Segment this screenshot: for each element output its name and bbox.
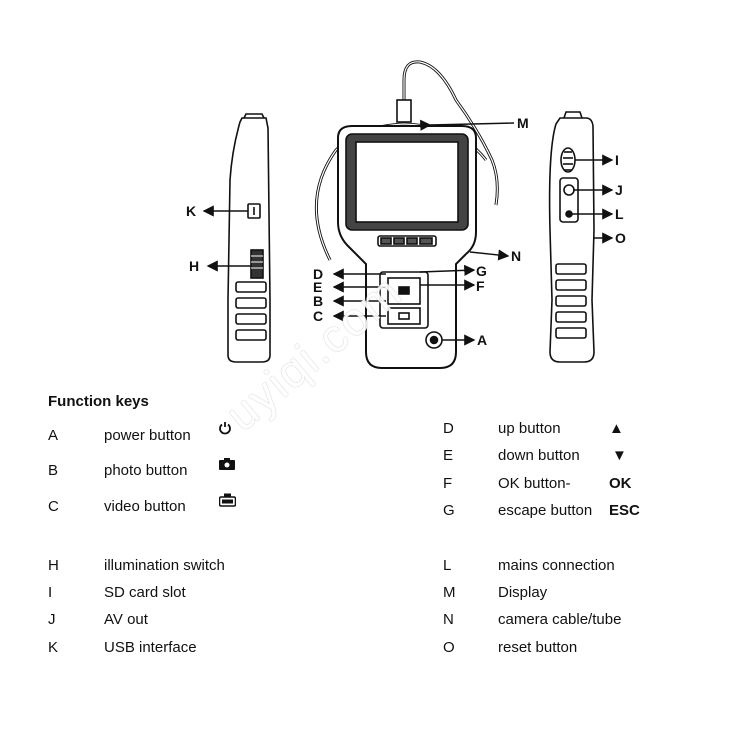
camera-icon <box>219 458 235 470</box>
key-letter: E <box>443 447 454 464</box>
callout-label: M <box>517 115 529 131</box>
callout-lines <box>202 119 614 346</box>
left-side-view <box>227 113 271 363</box>
ok-symbol: OK <box>609 475 632 492</box>
key-letter: G <box>443 502 455 519</box>
callout-label: O <box>615 230 626 246</box>
callout-label: K <box>186 203 196 219</box>
key-letter: D <box>443 420 454 437</box>
key-label: camera cable/tube <box>498 611 622 628</box>
callout-label: I <box>615 152 619 168</box>
key-letter: N <box>443 611 454 628</box>
key-label: SD card slot <box>104 584 186 601</box>
key-letter: H <box>48 557 59 574</box>
key-letter: I <box>48 584 53 601</box>
down-arrow-icon: ▼ <box>612 447 627 464</box>
callout-label: E <box>313 279 322 295</box>
esc-symbol: ESC <box>609 502 640 519</box>
key-label: mains connection <box>498 557 615 574</box>
callout-label: N <box>511 248 521 264</box>
key-letter: B <box>48 462 59 479</box>
key-label: USB interface <box>104 639 197 656</box>
callout-label: D <box>313 266 323 282</box>
key-letter: M <box>443 584 456 601</box>
video-icon <box>219 493 236 507</box>
function-keys-title: Function keys <box>48 393 149 410</box>
callout-label: F <box>476 278 485 294</box>
callout-label: L <box>615 206 624 222</box>
key-letter: A <box>48 427 59 444</box>
callout-label: A <box>477 332 487 348</box>
front-view <box>314 60 499 369</box>
callout-label: G <box>476 263 487 279</box>
power-icon <box>219 422 231 435</box>
callout-label: C <box>313 308 323 324</box>
key-label: illumination switch <box>104 557 225 574</box>
key-label: up button <box>498 420 561 437</box>
callout-label: J <box>615 182 623 198</box>
key-letter: F <box>443 475 453 492</box>
callout-label: H <box>189 258 199 274</box>
key-letter: K <box>48 639 59 656</box>
right-side-view <box>548 111 595 363</box>
key-label: power button <box>104 427 191 444</box>
up-arrow-icon: ▲ <box>609 420 624 437</box>
key-label: down button <box>498 447 580 464</box>
device-illustration: M K H D E B C G F N A I J L O <box>186 60 626 369</box>
callout-label: B <box>313 293 323 309</box>
key-letter: C <box>48 498 59 515</box>
key-label: photo button <box>104 462 188 479</box>
key-label: OK button- <box>498 475 571 492</box>
key-letter: O <box>443 639 455 656</box>
key-label: escape button <box>498 502 593 519</box>
key-label: video button <box>104 498 186 515</box>
key-label: reset button <box>498 639 578 656</box>
key-label: Display <box>498 584 548 601</box>
key-label: AV out <box>104 611 148 628</box>
key-letter: L <box>443 557 452 574</box>
key-letter: J <box>48 611 56 628</box>
